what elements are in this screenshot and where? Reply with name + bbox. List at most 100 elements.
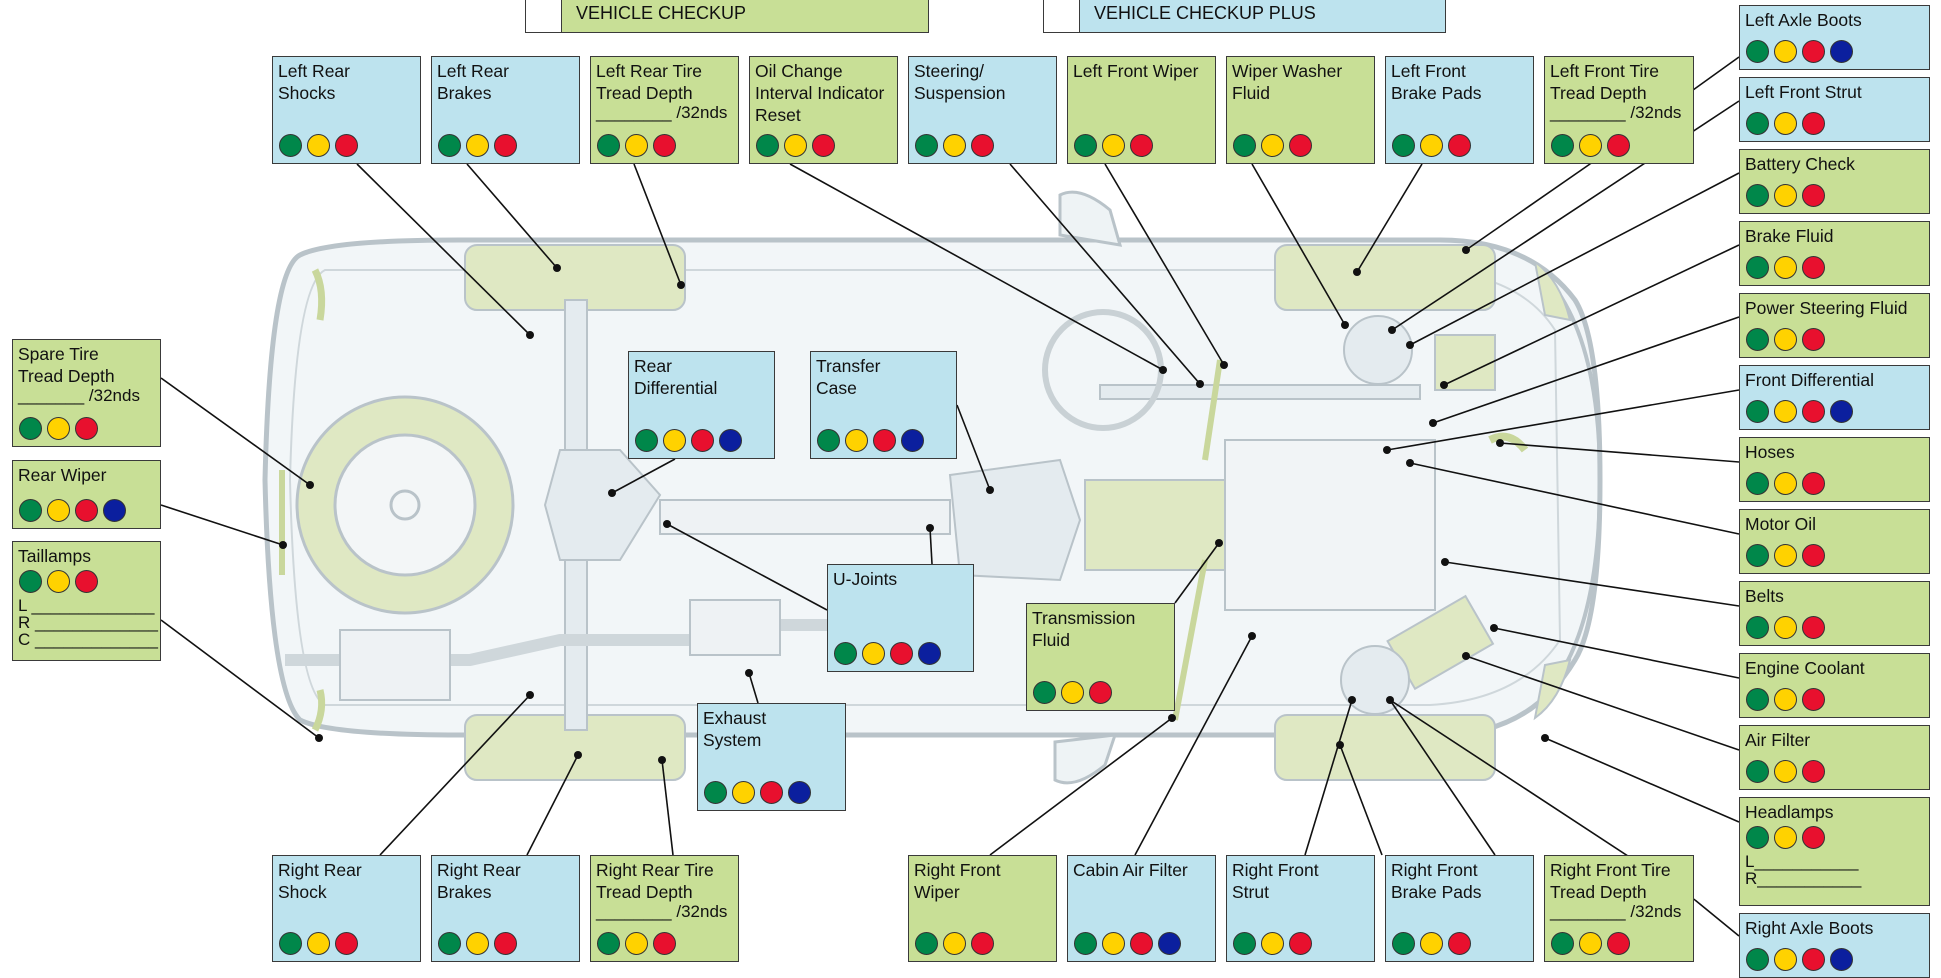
status-dot-red[interactable]: [1802, 328, 1825, 351]
status-dot-green[interactable]: [1746, 826, 1769, 849]
status-dot-green[interactable]: [817, 429, 840, 452]
status-dot-yellow[interactable]: [625, 932, 648, 955]
status-dot-green[interactable]: [279, 134, 302, 157]
status-dot-green[interactable]: [1233, 932, 1256, 955]
status-dot-green[interactable]: [19, 570, 42, 593]
status-dot-blue[interactable]: [719, 429, 742, 452]
status-dot-yellow[interactable]: [1774, 328, 1797, 351]
status-dot-red[interactable]: [653, 134, 676, 157]
status-dot-yellow[interactable]: [47, 499, 70, 522]
status-dot-red[interactable]: [1289, 932, 1312, 955]
status-dot-yellow[interactable]: [943, 932, 966, 955]
status-dot-red[interactable]: [1802, 472, 1825, 495]
status-dot-red[interactable]: [1802, 760, 1825, 783]
status-dot-red[interactable]: [1802, 184, 1825, 207]
status-dot-red[interactable]: [890, 642, 913, 665]
status-dot-green[interactable]: [1746, 948, 1769, 971]
status-dot-red[interactable]: [1089, 681, 1112, 704]
status-dot-green[interactable]: [1746, 112, 1769, 135]
status-dot-red[interactable]: [1802, 544, 1825, 567]
status-dot-green[interactable]: [19, 417, 42, 440]
status-dot-yellow[interactable]: [1774, 616, 1797, 639]
status-dot-green[interactable]: [1746, 616, 1769, 639]
status-dot-green[interactable]: [1746, 328, 1769, 351]
status-dot-green[interactable]: [438, 134, 461, 157]
status-dot-red[interactable]: [1802, 256, 1825, 279]
status-dot-green[interactable]: [597, 932, 620, 955]
status-dot-green[interactable]: [834, 642, 857, 665]
status-dot-red[interactable]: [494, 134, 517, 157]
status-dot-red[interactable]: [1802, 948, 1825, 971]
status-dot-red[interactable]: [494, 932, 517, 955]
status-dot-red[interactable]: [1448, 932, 1471, 955]
status-dot-yellow[interactable]: [862, 642, 885, 665]
status-dot-yellow[interactable]: [1774, 948, 1797, 971]
status-dot-green[interactable]: [704, 781, 727, 804]
status-dot-yellow[interactable]: [625, 134, 648, 157]
status-dot-yellow[interactable]: [1420, 134, 1443, 157]
status-dot-red[interactable]: [1802, 688, 1825, 711]
status-dot-yellow[interactable]: [307, 134, 330, 157]
status-dot-yellow[interactable]: [1420, 932, 1443, 955]
status-dot-yellow[interactable]: [943, 134, 966, 157]
status-dot-yellow[interactable]: [307, 932, 330, 955]
status-dot-red[interactable]: [971, 134, 994, 157]
status-dot-yellow[interactable]: [1774, 688, 1797, 711]
status-dot-red[interactable]: [760, 781, 783, 804]
status-dot-green[interactable]: [915, 932, 938, 955]
status-dot-red[interactable]: [1802, 616, 1825, 639]
status-dot-green[interactable]: [19, 499, 42, 522]
status-dot-green[interactable]: [1746, 400, 1769, 423]
status-dot-yellow[interactable]: [1774, 400, 1797, 423]
status-dot-yellow[interactable]: [1774, 40, 1797, 63]
status-dot-red[interactable]: [1289, 134, 1312, 157]
status-dot-yellow[interactable]: [1774, 112, 1797, 135]
status-dot-yellow[interactable]: [1261, 932, 1284, 955]
status-dot-yellow[interactable]: [784, 134, 807, 157]
status-dot-green[interactable]: [279, 932, 302, 955]
status-dot-green[interactable]: [1551, 932, 1574, 955]
status-dot-green[interactable]: [1551, 134, 1574, 157]
status-dot-yellow[interactable]: [47, 570, 70, 593]
status-dot-red[interactable]: [1130, 134, 1153, 157]
status-dot-yellow[interactable]: [1102, 932, 1125, 955]
status-dot-yellow[interactable]: [1102, 134, 1125, 157]
status-dot-yellow[interactable]: [1774, 472, 1797, 495]
status-dot-yellow[interactable]: [845, 429, 868, 452]
status-dot-red[interactable]: [1802, 826, 1825, 849]
status-dot-red[interactable]: [1130, 932, 1153, 955]
status-dot-yellow[interactable]: [1261, 134, 1284, 157]
status-dot-green[interactable]: [1033, 681, 1056, 704]
status-dot-yellow[interactable]: [466, 932, 489, 955]
status-dot-yellow[interactable]: [1774, 544, 1797, 567]
status-dot-blue[interactable]: [1830, 40, 1853, 63]
status-dot-blue[interactable]: [901, 429, 924, 452]
status-dot-red[interactable]: [873, 429, 896, 452]
status-dot-green[interactable]: [1746, 184, 1769, 207]
status-dot-green[interactable]: [635, 429, 658, 452]
status-dot-green[interactable]: [1074, 932, 1097, 955]
status-dot-green[interactable]: [1392, 134, 1415, 157]
status-dot-red[interactable]: [1607, 932, 1630, 955]
status-dot-yellow[interactable]: [1579, 932, 1602, 955]
status-dot-red[interactable]: [75, 570, 98, 593]
status-dot-yellow[interactable]: [1774, 826, 1797, 849]
status-dot-red[interactable]: [335, 134, 358, 157]
status-dot-yellow[interactable]: [1774, 256, 1797, 279]
status-dot-green[interactable]: [1074, 134, 1097, 157]
status-dot-blue[interactable]: [918, 642, 941, 665]
status-dot-red[interactable]: [1802, 112, 1825, 135]
status-dot-yellow[interactable]: [732, 781, 755, 804]
status-dot-red[interactable]: [1802, 40, 1825, 63]
status-dot-yellow[interactable]: [466, 134, 489, 157]
status-dot-yellow[interactable]: [1579, 134, 1602, 157]
status-dot-red[interactable]: [1607, 134, 1630, 157]
status-dot-green[interactable]: [1746, 688, 1769, 711]
status-dot-yellow[interactable]: [1774, 184, 1797, 207]
status-dot-green[interactable]: [1233, 134, 1256, 157]
status-dot-red[interactable]: [691, 429, 714, 452]
status-dot-green[interactable]: [1746, 256, 1769, 279]
status-dot-blue[interactable]: [103, 499, 126, 522]
status-dot-red[interactable]: [1802, 400, 1825, 423]
status-dot-green[interactable]: [438, 932, 461, 955]
